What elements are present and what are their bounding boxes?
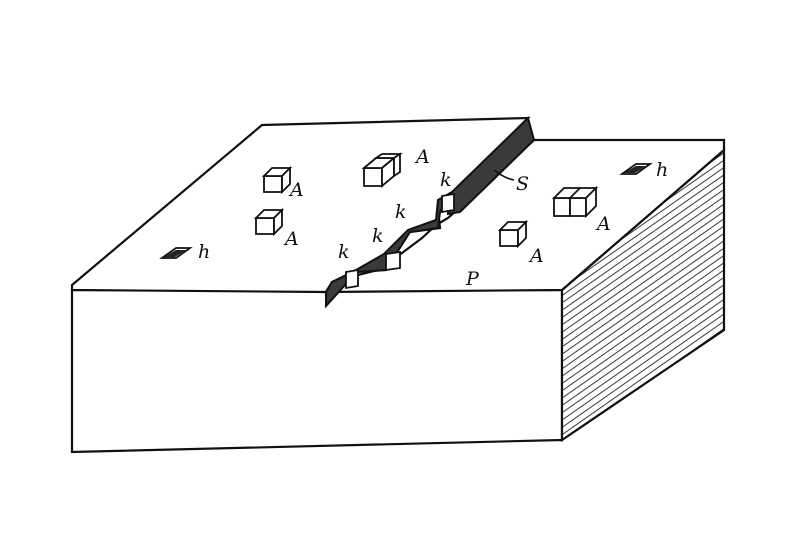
adatom-label: A — [595, 213, 611, 235]
hole-label: h — [656, 159, 668, 181]
adatom-cube — [497, 219, 529, 249]
kink-label: k — [440, 169, 452, 191]
lower-terrace — [321, 138, 726, 294]
adatom-label: A — [414, 146, 430, 168]
adatom-double-cube — [551, 185, 599, 219]
step-label: S — [516, 173, 529, 195]
kink-label: k — [338, 241, 350, 263]
terrace-label: P — [465, 268, 480, 290]
adatom-double-cube — [361, 152, 403, 188]
adatom-label: A — [288, 179, 304, 201]
adatom-cube — [253, 207, 285, 237]
hole-vacancy — [159, 247, 193, 259]
block-front-face — [70, 288, 564, 454]
kink-label: k — [372, 225, 384, 247]
hole-vacancy — [619, 163, 653, 175]
adatom-label: A — [528, 245, 544, 267]
step-leader-line — [493, 169, 515, 181]
kink-cube — [385, 250, 401, 272]
hole-label: h — [198, 241, 210, 263]
kink-cube — [441, 192, 455, 214]
adatom-cube — [261, 165, 293, 195]
kink-cube — [345, 268, 359, 290]
adatom-label: A — [283, 228, 299, 250]
kink-label: k — [395, 201, 407, 223]
